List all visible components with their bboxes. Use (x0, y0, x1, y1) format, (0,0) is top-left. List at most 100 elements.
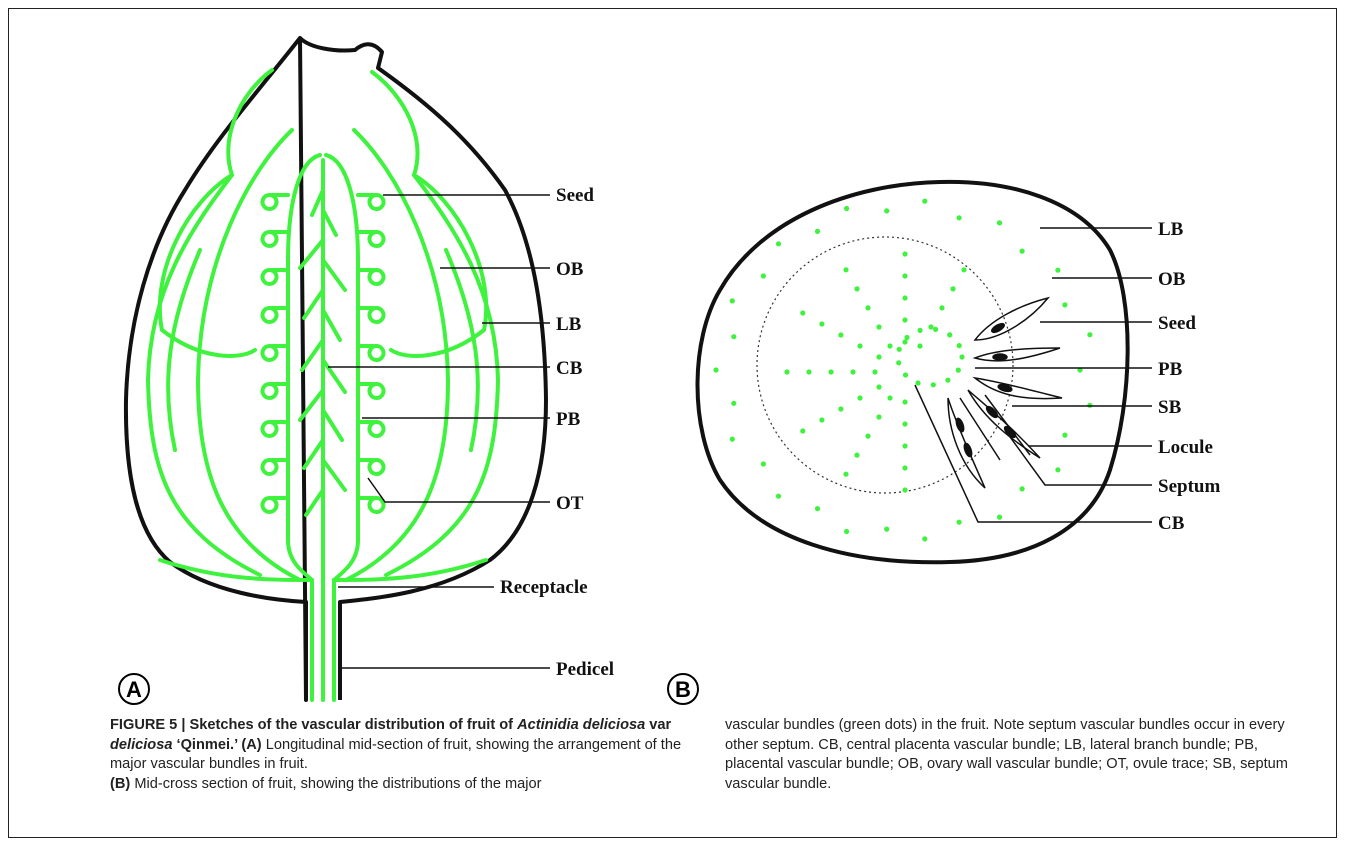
vascular-dot (903, 372, 908, 377)
vascular-dot (1062, 302, 1067, 307)
vascular-dot (902, 487, 907, 492)
caption-b-tag: (B) (110, 776, 130, 792)
label-b-sb: SB (1158, 397, 1182, 418)
vascular-dot (854, 453, 859, 458)
vascular-dot (857, 395, 862, 400)
vascular-dot (865, 434, 870, 439)
caption-title: FIGURE 5 | Sketches of the vascular dist… (110, 717, 517, 733)
label-b-septum: Septum (1158, 476, 1220, 497)
label-b-seed: Seed (1158, 313, 1196, 334)
vascular-dot (828, 369, 833, 374)
vascular-dot (730, 437, 735, 442)
vascular-dot (806, 369, 811, 374)
vascular-dot (1020, 249, 1025, 254)
vascular-dot (897, 347, 902, 352)
vascular-dot (945, 378, 950, 383)
vascular-dot (957, 520, 962, 525)
vascular-dot (902, 421, 907, 426)
vascular-dot (819, 321, 824, 326)
panel-a-letter: A (126, 677, 142, 702)
caption-genus: Actinidia (517, 717, 579, 733)
vascular-dot (1087, 332, 1092, 337)
vascular-dot (713, 367, 718, 372)
vascular-dot (815, 506, 820, 511)
caption-b-text: Mid-cross section of fruit, showing the … (130, 776, 541, 792)
vascular-dot (857, 343, 862, 348)
vascular-dot (876, 354, 881, 359)
vascular-dot (902, 295, 907, 300)
label-a-lb: LB (556, 314, 582, 335)
caption-variety: deliciosa (110, 737, 172, 753)
vascular-dot (904, 335, 909, 340)
vascular-dot (922, 536, 927, 541)
vascular-dot (843, 267, 848, 272)
vascular-dot (902, 273, 907, 278)
vascular-dot (761, 461, 766, 466)
label-a-ot: OT (556, 493, 584, 514)
vascular-dot (884, 208, 889, 213)
vascular-dot (731, 401, 736, 406)
vascular-dot (950, 286, 955, 291)
vascular-dot (838, 332, 843, 337)
vascular-dot (997, 515, 1002, 520)
vascular-dot (838, 406, 843, 411)
vascular-dots-b (713, 199, 1092, 542)
label-a-pedicel: Pedicel (556, 659, 614, 680)
label-b-cb: CB (1158, 513, 1185, 534)
vascular-dot (776, 241, 781, 246)
caption-left: FIGURE 5 | Sketches of the vascular dist… (110, 716, 702, 794)
vascular-dot (865, 305, 870, 310)
vascular-dot (902, 251, 907, 256)
vascular-dot (957, 215, 962, 220)
label-b-pb: PB (1158, 359, 1183, 380)
vascular-dot (884, 527, 889, 532)
vascular-dot (844, 206, 849, 211)
vascular-dot (902, 399, 907, 404)
vascular-dot (902, 465, 907, 470)
panel-b-cross-section: LB OB Seed PB SB Locule Septum CB B (668, 182, 1220, 704)
label-a-receptacle: Receptacle (500, 577, 588, 598)
label-a-ob: OB (556, 259, 584, 280)
vascular-dot (917, 343, 922, 348)
vascular-dot (1055, 467, 1060, 472)
vascular-dot (918, 328, 923, 333)
label-b-ob: OB (1158, 269, 1186, 290)
vascular-dot (933, 327, 938, 332)
label-b-locule: Locule (1158, 437, 1213, 458)
vascular-dot (854, 286, 859, 291)
caption-right: vascular bundles (green dots) in the fru… (725, 716, 1315, 794)
vascular-dot (922, 199, 927, 204)
caption-a-tag: (A) (241, 737, 261, 753)
vascular-dot (939, 305, 944, 310)
vascular-dot (850, 369, 855, 374)
vascular-dot (1062, 433, 1067, 438)
caption-cultivar: ‘Qinmei.’ (172, 737, 241, 753)
vascular-dot (887, 395, 892, 400)
vascular-dot (844, 529, 849, 534)
vascular-dot (896, 360, 901, 365)
vascular-dot (730, 298, 735, 303)
vascular-dot (997, 220, 1002, 225)
vascular-dot (902, 443, 907, 448)
vascular-dot (1020, 486, 1025, 491)
vascular-dot (1055, 268, 1060, 273)
label-b-lb: LB (1158, 219, 1184, 240)
leader-lines-b (915, 228, 1152, 522)
caption-species: deliciosa (583, 717, 645, 733)
caption-var: var (645, 717, 671, 733)
vascular-dot (731, 334, 736, 339)
seeds-b (948, 298, 1062, 488)
vascular-dot (800, 310, 805, 315)
label-a-cb: CB (556, 358, 583, 379)
vascular-dot (931, 382, 936, 387)
vascular-dot (876, 384, 881, 389)
vascular-dot (961, 267, 966, 272)
vascular-dot (843, 472, 848, 477)
vascular-dot (928, 324, 933, 329)
vascular-dot (956, 368, 961, 373)
vascular-dot (957, 343, 962, 348)
vascular-dot (815, 229, 820, 234)
panel-b-letter: B (675, 677, 691, 702)
inner-ovary-boundary (757, 237, 1013, 493)
vascular-dot (902, 317, 907, 322)
